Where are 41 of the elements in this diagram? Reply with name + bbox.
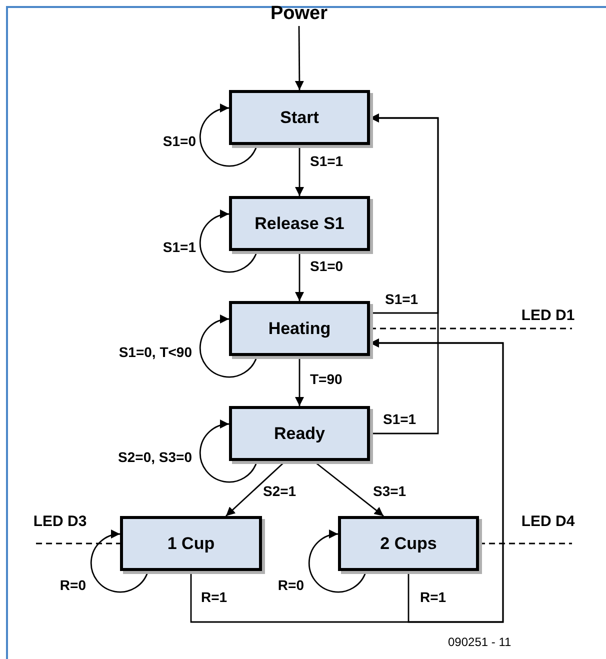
figure-number: 090251 - 11: [448, 634, 512, 651]
arrow: [295, 145, 304, 196]
self-loop-arrow: [199, 420, 258, 483]
arrow: [295, 356, 304, 406]
signal-label: Power: [269, 2, 329, 26]
signal-label: LED D4: [518, 512, 578, 532]
state-box: Release S1: [229, 196, 370, 251]
dashed-line: [370, 328, 572, 330]
dashed-line: [479, 542, 572, 544]
signal-label: LED D3: [30, 512, 90, 532]
self-loop-arrow: [199, 210, 258, 273]
self-loop-arrow: [90, 530, 149, 593]
edge-label: T=90: [310, 372, 342, 386]
edge-label: S2=1: [263, 484, 296, 498]
state-box: Ready: [229, 406, 370, 461]
arrow: [294, 26, 304, 90]
self-loop-arrow: [199, 315, 258, 378]
edge-label: R=0: [278, 578, 304, 592]
edge-label: R=1: [420, 590, 446, 604]
state-box: Heating: [229, 301, 370, 356]
edge-label: S3=1: [373, 484, 406, 498]
edge-label: S1=1: [383, 412, 416, 426]
arrow: [370, 114, 439, 434]
signal-label: LED D1: [518, 306, 578, 326]
edge-label: S1=1: [310, 154, 344, 168]
edge-label: R=0: [60, 578, 86, 592]
state-box: 1 Cup: [120, 516, 262, 571]
edge-label: S1=0: [310, 259, 344, 273]
state-box: Start: [229, 90, 370, 145]
self-loop-arrow: [308, 530, 367, 593]
dashed-line: [36, 542, 120, 544]
edge-label: R=1: [201, 590, 228, 604]
edge-label: S2=0, S3=0: [118, 450, 192, 464]
self-loop-arrow: [199, 104, 258, 167]
edge-label: S1=1: [385, 292, 418, 306]
arrow: [295, 251, 304, 301]
edge-label: S1=0, T<90: [118, 345, 192, 359]
state-box: 2 Cups: [338, 516, 479, 571]
edge-label: S1=0: [162, 134, 196, 148]
arrow: [370, 338, 504, 623]
edge-label: S1=1: [162, 240, 196, 254]
